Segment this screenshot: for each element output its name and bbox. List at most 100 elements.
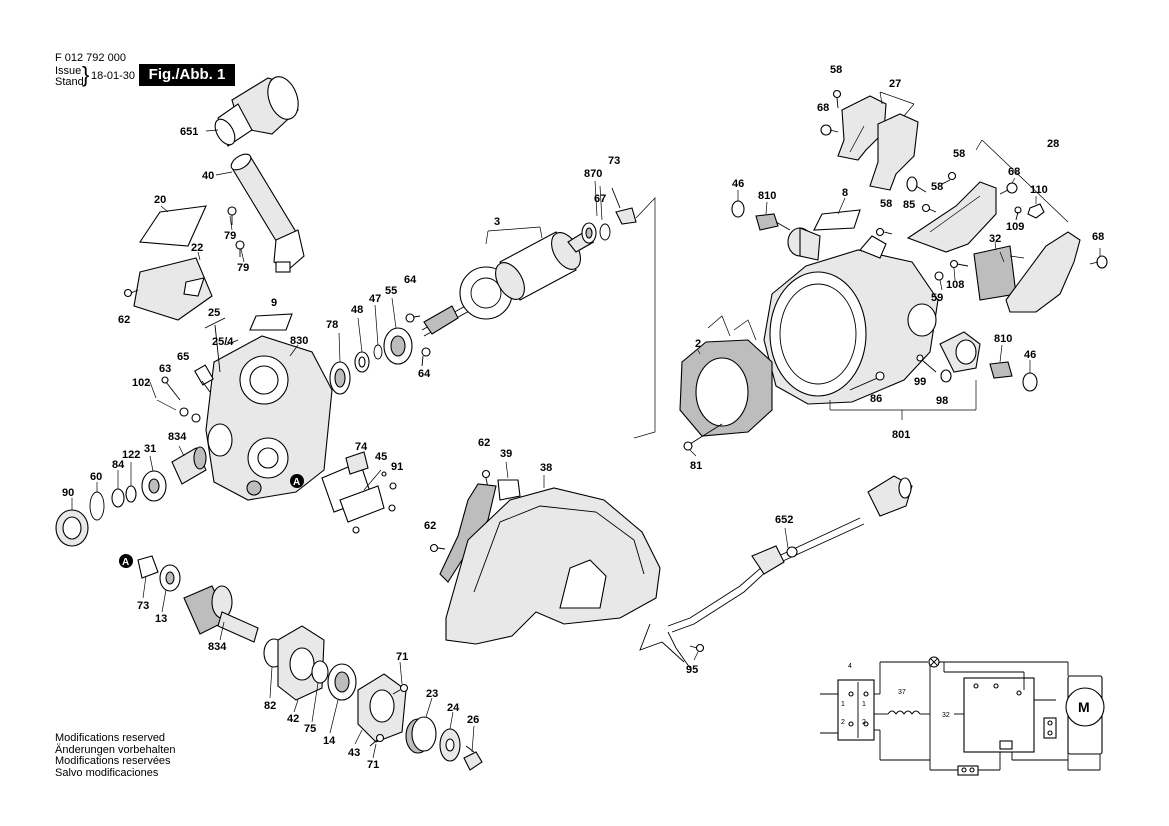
callout: 2: [695, 338, 701, 350]
callout: 60: [90, 471, 102, 483]
handle-half-27b: [869, 113, 919, 191]
callout: 23: [426, 688, 438, 700]
screw-58-b: [941, 171, 957, 185]
callout: 9: [271, 297, 277, 309]
callout: 79: [237, 262, 249, 274]
bolt-26: [463, 745, 483, 771]
motor-housing: [763, 235, 939, 405]
callout: 834: [168, 431, 187, 443]
callout: 71: [367, 759, 379, 771]
bearing-78: [329, 361, 351, 395]
screws-71: [369, 683, 409, 747]
callout: 95: [686, 664, 698, 676]
callout: 78: [326, 319, 338, 331]
marker-a-label: A: [122, 557, 129, 568]
callout: 40: [202, 170, 214, 182]
callout: 46: [732, 178, 744, 190]
sleeve-48: [354, 351, 370, 373]
label-8: [813, 209, 861, 231]
callout: 58: [880, 198, 892, 210]
handle-half-27a: [837, 95, 887, 161]
gear-housing-830: [205, 335, 333, 501]
note-line: Modifications reservées: [55, 755, 171, 768]
screw-58-top: [832, 89, 842, 109]
callout: 86: [870, 393, 882, 405]
screw-99: [916, 354, 937, 373]
callout: 90: [62, 487, 74, 499]
callout: 73: [137, 600, 149, 612]
ring-75: [311, 660, 329, 684]
issue-date: 18-01-30: [91, 70, 136, 82]
flange-42: [277, 625, 325, 701]
marker-a-housing: [290, 474, 304, 488]
handle-shell-28: [1005, 231, 1081, 313]
callout: 55: [385, 285, 397, 297]
callout: 8: [842, 187, 848, 199]
callout: 81: [690, 460, 702, 472]
callout: 67: [594, 193, 606, 205]
power-cord-652: [639, 475, 913, 669]
screw-95: [689, 643, 705, 653]
callout: 25: [208, 307, 220, 319]
callout: 79: [224, 230, 236, 242]
leader-lines: [71, 177, 1101, 759]
field-coil-2: [679, 315, 773, 437]
callout: 85: [903, 199, 915, 211]
callout: 71: [396, 651, 408, 663]
callout-labels: 651 40 20 22 79 79 62 9 25 25/4 830 65 6…: [62, 64, 1104, 771]
callout: 31: [144, 443, 156, 455]
callout: 109: [1006, 221, 1024, 233]
gasket-45: [339, 485, 385, 523]
schematic-label: 32: [942, 712, 950, 719]
washer-98: [940, 369, 952, 383]
label-plate-20: [139, 205, 207, 247]
screw-108: [949, 259, 969, 269]
schematic-label: 2: [841, 719, 845, 726]
issue-brace: }: [82, 62, 90, 87]
callout: 870: [584, 168, 602, 180]
washer-122: [125, 485, 137, 503]
modification-notes: Modifications reserved Änderungen vorbeh…: [55, 732, 176, 779]
callout: 98: [936, 395, 948, 407]
dust-adapter-651: [214, 76, 299, 147]
callout: 122: [122, 449, 140, 461]
bearing-14: [327, 663, 357, 701]
callout: 68: [817, 102, 829, 114]
screw-81: [683, 423, 723, 451]
switch-cover-28: [906, 181, 997, 253]
callout: 62: [118, 314, 130, 326]
schematic-label: 1: [862, 701, 866, 708]
bracket-25: [204, 317, 226, 373]
callout: 28: [1047, 138, 1059, 150]
callout: 74: [355, 441, 368, 453]
note-line: Änderungen vorbehalten: [55, 743, 176, 756]
callout: 13: [155, 613, 167, 625]
schematic-label: 37: [898, 689, 906, 696]
screw-85: [906, 176, 927, 193]
callout: 14: [323, 735, 336, 747]
callout: 47: [369, 293, 381, 305]
screw-59: [934, 271, 944, 281]
brush-810-top: [755, 213, 791, 231]
callout: 42: [287, 713, 299, 725]
callout: 63: [159, 363, 171, 375]
brush-holder-right: [939, 331, 981, 373]
screws-91: [352, 471, 397, 534]
callout: 68: [1092, 231, 1104, 243]
screw-86: [849, 371, 885, 391]
cap-46-top: [731, 200, 745, 218]
spring-65: [194, 364, 214, 393]
pinion-834: [183, 585, 259, 643]
marker-a-clip: [119, 554, 159, 579]
label-9: [249, 313, 293, 331]
nut-110: [1027, 203, 1045, 219]
callout: 62: [424, 520, 436, 532]
callout: 810: [758, 190, 776, 202]
wiring-schematic: [820, 656, 1105, 776]
ring-47: [373, 344, 383, 360]
callout: 24: [447, 702, 460, 714]
callout: 108: [946, 279, 964, 291]
note-line: Modifications reserved: [55, 732, 166, 744]
callout: 65: [177, 351, 189, 363]
